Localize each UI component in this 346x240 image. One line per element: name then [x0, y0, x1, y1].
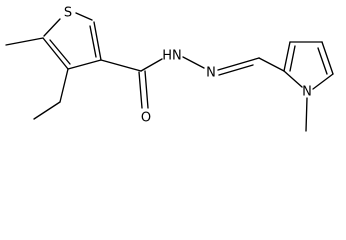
bond-nh-n — [182, 56, 205, 69]
bond-c4-c5-pyr-inner — [317, 47, 328, 75]
hydrazide-nh-label: HN — [162, 49, 182, 64]
thiophene-ring — [42, 12, 102, 70]
bond-ch-pyrrole — [258, 57, 285, 72]
bond-s-c5 — [75, 12, 93, 21]
bond-c4-c5 — [93, 21, 102, 61]
bond-c4-c5-inner — [89, 25, 97, 58]
bond-c2-c3-inner — [49, 39, 71, 65]
bond-ethyl-1 — [59, 68, 69, 103]
bond-c2-c3-pyr — [283, 41, 291, 72]
bond-c5-n-pyr — [312, 73, 334, 90]
imine-n-label: N — [206, 66, 216, 81]
bond-c-nh — [140, 58, 163, 72]
pyrrole-n-label: N — [302, 85, 312, 100]
structure-canvas: S O HN N N — [5, 6, 334, 132]
bond-s-c2 — [43, 18, 61, 37]
bond-n-methyl — [305, 97, 308, 132]
bond-ethyl-2 — [33, 101, 61, 120]
pyrrole-ring — [283, 41, 334, 132]
atom-labels: S O HN N N — [64, 6, 312, 126]
thiophene-substituents — [5, 37, 69, 120]
bond-c4-c5-pyr — [321, 41, 334, 75]
bond-c-o-b — [144, 70, 149, 109]
bond-c2-c3 — [42, 37, 69, 70]
molecule-structure-diagram: S O HN N N — [5, 6, 334, 132]
hydrazone-chain — [100, 56, 285, 109]
bond-n-ch-inner — [218, 64, 254, 76]
carbonyl-oxygen-label: O — [141, 111, 151, 126]
bond-methyl — [5, 37, 44, 46]
sulfur-label: S — [64, 6, 72, 21]
bond-n-ch — [217, 57, 260, 71]
bond-c4-carbonyl — [100, 59, 142, 72]
bond-c2-n-pyr — [283, 70, 303, 88]
bond-c3-c4 — [67, 59, 102, 70]
bond-c2-c3-pyr-inner — [289, 45, 296, 72]
bond-c-o-a — [138, 71, 143, 109]
